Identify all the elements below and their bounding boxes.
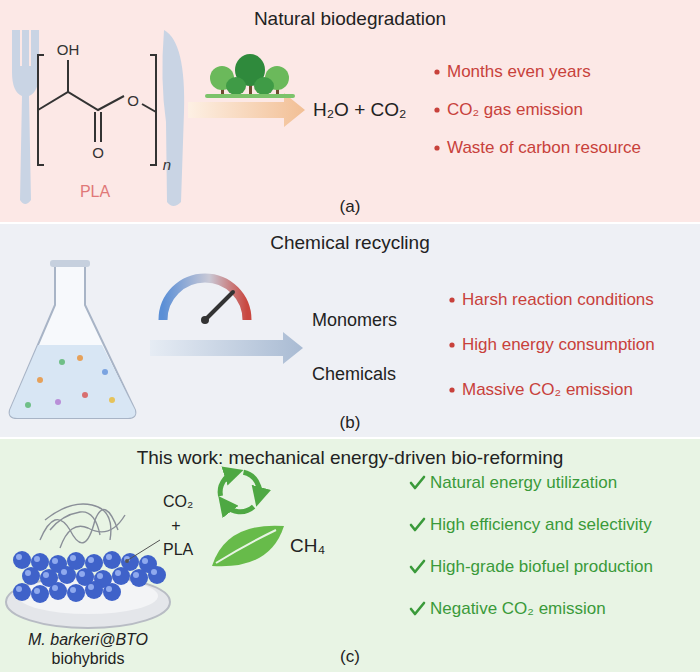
- panel-title: Chemical recycling: [0, 224, 700, 254]
- product-label: Chemicals: [312, 364, 396, 385]
- leaf: [212, 526, 284, 567]
- atom-label: O: [127, 92, 139, 109]
- advantage-item: High efficiency and selectivity: [430, 515, 652, 535]
- panel-label: (b): [340, 413, 361, 433]
- product-label: Monomers: [312, 310, 397, 331]
- pla-structure: [38, 55, 156, 165]
- recycle-icon: [220, 472, 259, 512]
- product-label: H₂O + CO₂: [313, 99, 406, 121]
- drawback-item: High energy consumption: [462, 335, 655, 355]
- panel-label: (c): [340, 647, 360, 667]
- biohybrid-cells: [13, 551, 166, 603]
- panel-title: This work: mechanical energy-driven bio-…: [0, 439, 700, 469]
- pla-fibres: [40, 504, 125, 548]
- product-label: CH₄: [290, 535, 325, 557]
- advantage-item: High-grade biofuel production: [430, 557, 653, 577]
- atom-label: OH: [57, 41, 80, 58]
- process-arrow: [150, 332, 303, 364]
- check-marks: [411, 477, 424, 614]
- repeat-index: n: [163, 156, 171, 173]
- drawback-item: CO₂ gas emission: [447, 100, 583, 120]
- drawback-item: Massive CO₂ emission: [462, 380, 633, 400]
- gauge: [163, 278, 247, 324]
- advantage-item: Natural energy utilization: [430, 473, 617, 493]
- reactant-label: +: [171, 517, 180, 535]
- advantage-item: Negative CO₂ emission: [430, 599, 606, 619]
- trees: [205, 54, 295, 98]
- material-name: PLA: [80, 183, 110, 201]
- panel-label: (a): [340, 197, 361, 217]
- biohybrid-name: M. barkeri@BTO: [28, 631, 148, 649]
- reactant-label: PLA: [163, 541, 193, 559]
- reactant-label: CO₂: [163, 493, 193, 511]
- panel-title: Natural biodegradation: [0, 0, 700, 30]
- atom-label: O: [92, 144, 104, 161]
- cutlery: [12, 30, 184, 206]
- drawback-item: Waste of carbon resource: [447, 138, 641, 158]
- drawback-item: Months even years: [447, 62, 591, 82]
- biohybrid-name: biohybrids: [52, 650, 125, 668]
- flask: [10, 260, 136, 418]
- process-arrow: [188, 93, 305, 127]
- drawback-item: Harsh reaction conditions: [462, 290, 654, 310]
